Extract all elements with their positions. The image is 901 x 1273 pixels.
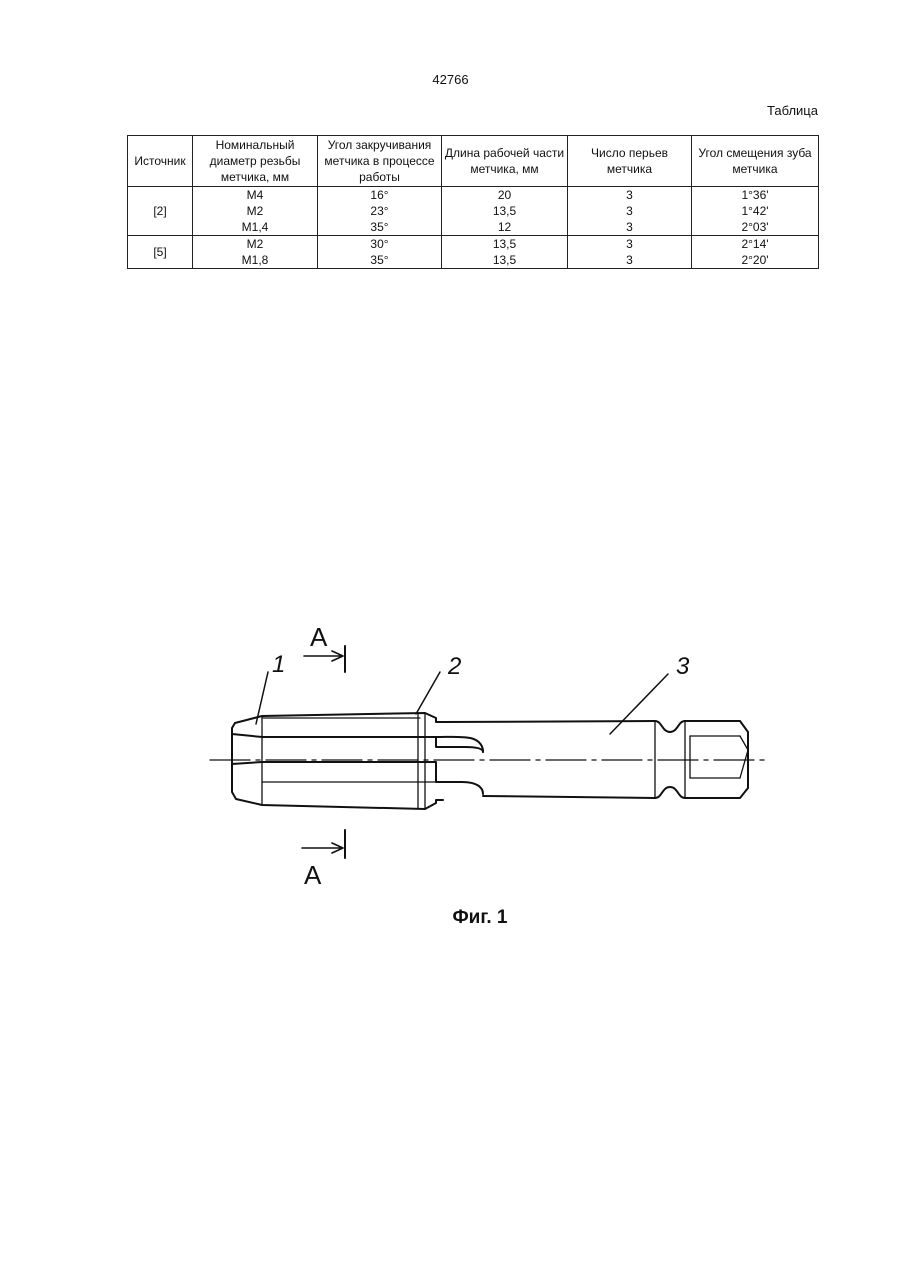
twist-angle-cell: 30° 35°	[318, 236, 442, 269]
source-cell: [2]	[128, 187, 193, 236]
section-label-bottom: А	[304, 860, 322, 890]
section-arrow-bottom	[302, 843, 343, 853]
table-cell: 16°	[319, 187, 440, 203]
header-working-length: Длина рабочей части метчика, мм	[442, 136, 568, 187]
table-cell: 23°	[319, 203, 440, 219]
table-cell: М1,4	[194, 219, 316, 235]
part-label-3: 3	[676, 653, 690, 680]
flute-lower	[232, 762, 483, 794]
table-cell: 13,5	[443, 236, 566, 252]
tooth-offset-cell: 2°14' 2°20'	[692, 236, 819, 269]
source-cell: [5]	[128, 236, 193, 269]
flute-count-cell: 3 3	[568, 236, 692, 269]
figure-caption: Фиг. 1	[0, 907, 901, 929]
part-label-1: 1	[272, 651, 285, 678]
flute-count-cell: 3 3 3	[568, 187, 692, 236]
table-cell: 3	[569, 203, 690, 219]
tap-drawing: 1 2 3 А А	[200, 610, 780, 900]
tooth-offset-cell: 1°36' 1°42' 2°03'	[692, 187, 819, 236]
table-caption: Таблица	[767, 103, 818, 118]
table-cell: 13,5	[443, 203, 566, 219]
data-table: Источник Номинальный диаметр резьбы метч…	[127, 135, 819, 269]
table-header-row: Источник Номинальный диаметр резьбы метч…	[128, 136, 819, 187]
table-cell: 1°42'	[693, 203, 817, 219]
leader-line-3	[610, 674, 668, 734]
table-cell: 12	[443, 219, 566, 235]
table-cell: М1,8	[194, 252, 316, 268]
header-twist-angle: Угол закручивания метчика в процессе раб…	[318, 136, 442, 187]
table-cell: 3	[569, 252, 690, 268]
part-label-2: 2	[447, 653, 461, 680]
working-length-cell: 13,5 13,5	[442, 236, 568, 269]
table-cell: 2°14'	[693, 236, 817, 252]
square-end	[740, 736, 748, 778]
page-number: 42766	[0, 72, 901, 87]
working-length-cell: 20 13,5 12	[442, 187, 568, 236]
table-cell: 1°36'	[693, 187, 817, 203]
header-tooth-offset: Угол смещения зуба метчика	[692, 136, 819, 187]
diameter-cell: М2 М1,8	[193, 236, 318, 269]
table-cell: 35°	[319, 252, 440, 268]
table-cell: 13,5	[443, 252, 566, 268]
table-cell: М2	[194, 236, 316, 252]
diameter-cell: М4 М2 М1,4	[193, 187, 318, 236]
table-cell: 2°20'	[693, 252, 817, 268]
table-cell: 3	[569, 219, 690, 235]
table-cell: 30°	[319, 236, 440, 252]
section-arrow-top	[304, 651, 343, 661]
table-cell: М2	[194, 203, 316, 219]
flute-upper	[232, 734, 483, 752]
table-cell: М4	[194, 187, 316, 203]
twist-angle-cell: 16° 23° 35°	[318, 187, 442, 236]
table-cell: 3	[569, 187, 690, 203]
table-row-group: [2] М4 М2 М1,4 16° 23° 35° 20 13,5 12 3 …	[128, 187, 819, 236]
table-cell: 35°	[319, 219, 440, 235]
table-cell: 2°03'	[693, 219, 817, 235]
table-row-group: [5] М2 М1,8 30° 35° 13,5 13,5 3 3 2°14' …	[128, 236, 819, 269]
header-source: Источник	[128, 136, 193, 187]
table-cell: 20	[443, 187, 566, 203]
header-diameter: Номинальный диаметр резьбы метчика, мм	[193, 136, 318, 187]
table-cell: 3	[569, 236, 690, 252]
figure-caption-text: Фиг. 1	[452, 907, 507, 929]
section-label-top: А	[310, 622, 328, 652]
leader-line-2	[416, 672, 440, 714]
header-flute-count: Число перьев метчика	[568, 136, 692, 187]
